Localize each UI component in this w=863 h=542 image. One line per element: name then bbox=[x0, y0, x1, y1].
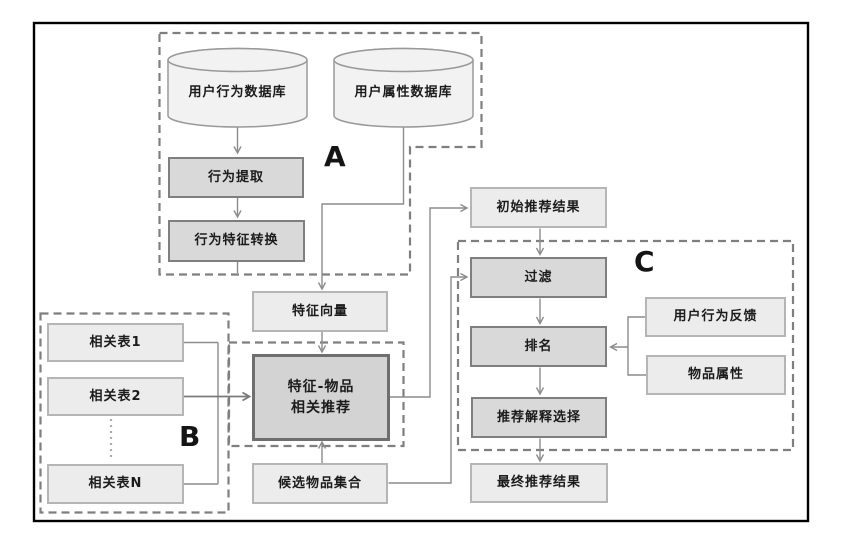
section-label-a: A bbox=[324, 140, 346, 173]
node-behavior-feature-conversion: 行为特征转换 bbox=[168, 220, 305, 262]
node-related-table-2: 相关表2 bbox=[47, 377, 184, 416]
connector-candidates-to-filter bbox=[388, 277, 467, 484]
connector-attributedb-to-featurevector bbox=[322, 127, 405, 289]
node-related-table-n: 相关表N bbox=[47, 464, 184, 504]
node-item-attribute: 物品属性 bbox=[646, 355, 786, 395]
dashed-region-core bbox=[227, 341, 405, 448]
figure-frame bbox=[32, 21, 810, 523]
dashed-region-a bbox=[158, 31, 483, 276]
node-related-table-1: 相关表1 bbox=[47, 323, 184, 362]
connector-feedback-bracket bbox=[627, 316, 646, 376]
section-label-c: C bbox=[634, 245, 655, 278]
node-final-recommend-result: 最终推荐结果 bbox=[470, 463, 608, 503]
section-label-b: B bbox=[179, 420, 201, 453]
node-behavior-extraction: 行为提取 bbox=[168, 157, 304, 198]
node-feature-item-recommend: 特征-物品 相关推荐 bbox=[252, 354, 390, 441]
database-cylinder-attribute bbox=[333, 47, 474, 128]
node-feature-vector: 特征向量 bbox=[252, 291, 388, 332]
node-feature-item-recommend-line1: 特征-物品 bbox=[287, 379, 355, 396]
node-user-behavior-feedback: 用户行为反馈 bbox=[645, 297, 786, 337]
node-ranking: 排名 bbox=[470, 326, 607, 367]
node-user-behavior-db: 用户行为数据库 bbox=[188, 84, 287, 100]
node-candidate-item-set: 候选物品集合 bbox=[252, 463, 388, 504]
database-cylinder-behavior bbox=[167, 47, 308, 128]
connector-core-to-initial bbox=[389, 208, 467, 398]
node-filter: 过滤 bbox=[470, 257, 607, 298]
node-user-attribute-db: 用户属性数据库 bbox=[354, 84, 453, 100]
node-recommend-explanation-selection: 推荐解释选择 bbox=[471, 397, 607, 438]
node-feature-item-recommend-line2: 相关推荐 bbox=[291, 399, 351, 416]
node-initial-recommend-result: 初始推荐结果 bbox=[470, 187, 607, 228]
